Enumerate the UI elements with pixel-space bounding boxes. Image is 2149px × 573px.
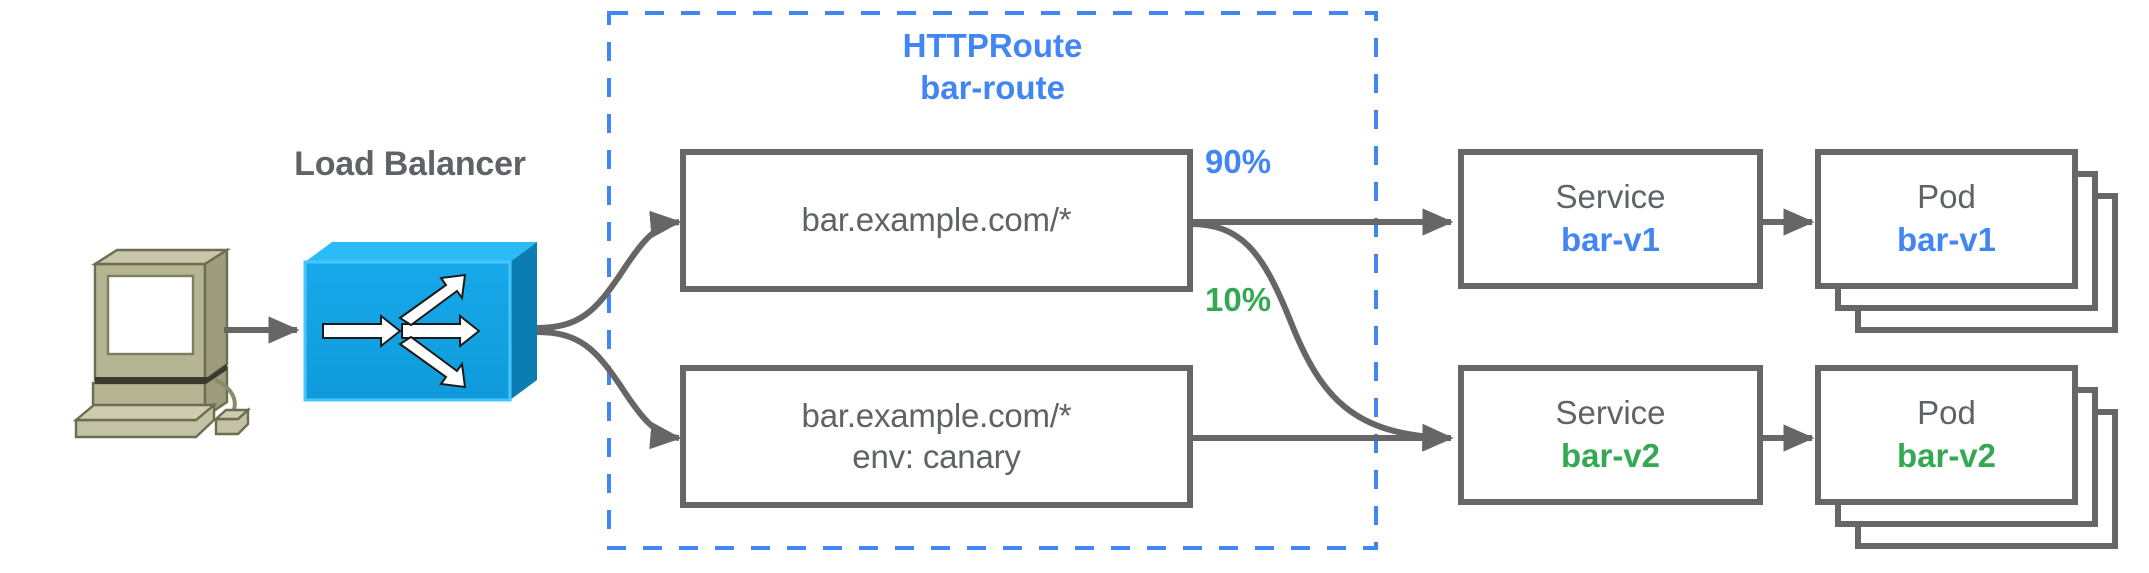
arrow-weight-10 bbox=[1189, 221, 1454, 452]
load-balancer-title: Load Balancer bbox=[294, 145, 526, 183]
weight-label-90: 90% bbox=[1205, 143, 1272, 180]
pod-stack-v2[interactable] bbox=[1815, 365, 2118, 549]
weight-label-10: 10% bbox=[1205, 281, 1272, 318]
service-box-v1[interactable] bbox=[1458, 149, 1763, 289]
httproute-group-caption: HTTPRoute bar-route bbox=[609, 25, 1376, 109]
pod-replica-1 bbox=[1815, 365, 2078, 505]
httproute-name-label: bar-route bbox=[920, 69, 1065, 107]
service-box-v2[interactable] bbox=[1458, 365, 1763, 505]
httproute-kind-label: HTTPRoute bbox=[902, 27, 1083, 64]
rule-box-default[interactable] bbox=[680, 149, 1193, 292]
arrow-lb-to-rule-canary bbox=[536, 329, 682, 450]
arrow-lb-to-rule-default bbox=[536, 210, 682, 331]
load-balancer-cube-icon bbox=[303, 242, 537, 402]
desktop-computer-icon bbox=[72, 247, 252, 439]
pod-stack-v1[interactable] bbox=[1815, 149, 2118, 333]
rule-box-canary[interactable] bbox=[680, 365, 1193, 508]
pod-replica-1 bbox=[1815, 149, 2078, 289]
